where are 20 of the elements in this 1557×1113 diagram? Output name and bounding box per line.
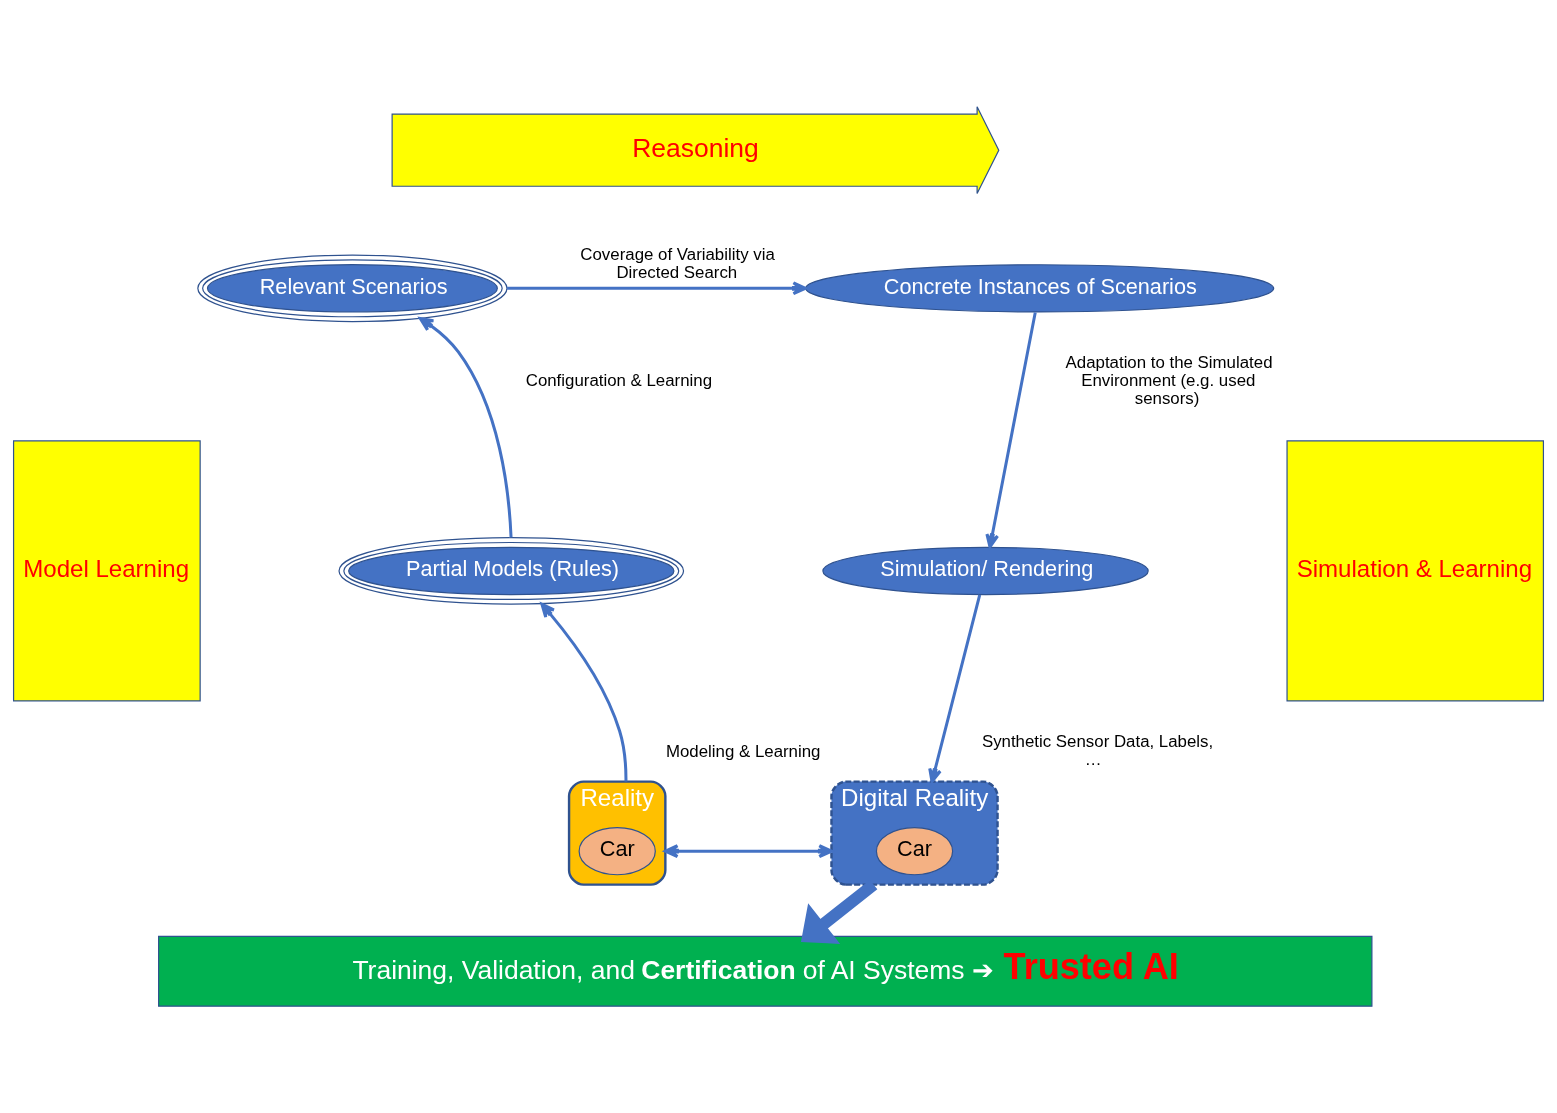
node-ellipse: Partial Models (Rules)	[338, 537, 685, 605]
edge-label: Configuration & Learning	[525, 371, 713, 391]
edge-label: Adaptation to the Simulated Environment (e.g. used sensors)	[1065, 353, 1273, 409]
node-box: Simulation & Learning	[1286, 440, 1544, 702]
node-ellipse: Concrete Instances of Scenarios	[805, 264, 1275, 313]
node-box: Training, Validation, and Certification of AI Systems ➔ Trusted AI	[158, 935, 1373, 1007]
node-box: Model Learning	[13, 440, 201, 702]
arrow	[418, 317, 513, 538]
arrow	[663, 844, 833, 859]
node-ellipse: Car	[875, 826, 954, 876]
node-ellipse: Relevant Scenarios	[197, 254, 508, 323]
node-ellipse: Simulation/ Rendering	[822, 546, 1149, 596]
arrow	[507, 281, 808, 296]
edge-label: Coverage of Variability via Directed Search	[580, 244, 775, 282]
edge-label: Modeling & Learning	[665, 741, 821, 761]
arrow	[540, 602, 628, 782]
edge-label: Synthetic Sensor Data, Labels, …	[981, 731, 1214, 769]
arrow	[928, 594, 982, 784]
node-ellipse: Car	[578, 826, 656, 876]
arrow	[985, 312, 1037, 549]
